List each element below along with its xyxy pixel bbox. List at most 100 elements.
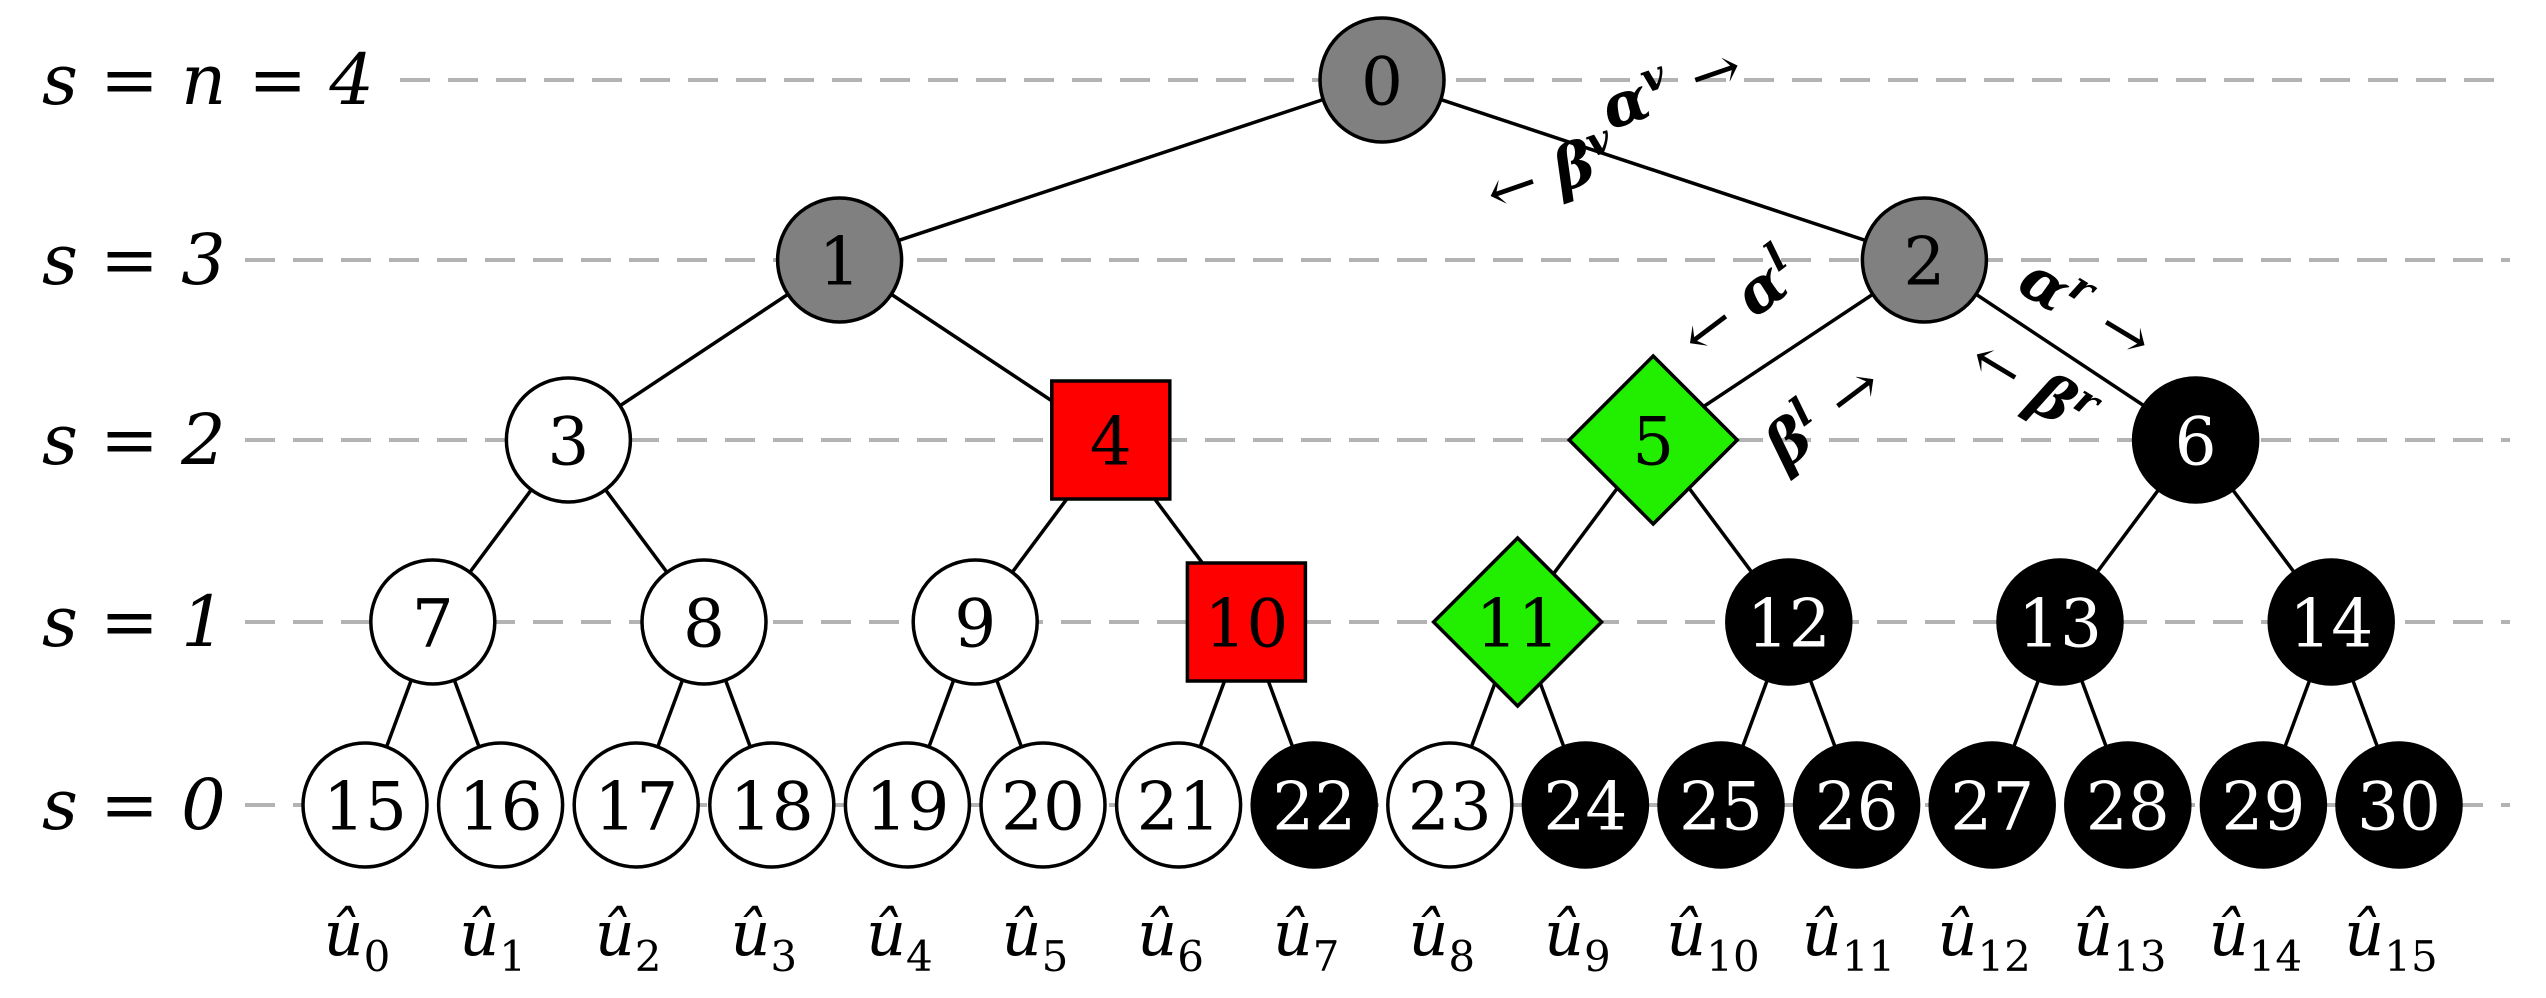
tree-node: 30 [2335,741,2463,869]
leaf-label: û0 [324,897,391,981]
node-shape-circle [1996,558,2124,686]
node-label: 19 [865,769,949,846]
tree-node: 3 [504,376,633,504]
node-label: 27 [1950,769,2034,846]
node-shape-square [1050,379,1172,501]
node-label: 2 [1903,224,1945,301]
node-shape-circle [640,558,768,686]
node-label: 4 [1090,404,1132,481]
leaf-label: û13 [2073,897,2166,981]
tree-edges [363,78,2401,806]
node-label: 7 [412,586,454,663]
tree-node: 25 [1657,741,1785,869]
level-label: s = 3 [42,219,226,301]
leaf-label: û15 [2344,897,2437,981]
tree-node: 17 [572,741,700,869]
node-shape-diamond [1431,535,1605,709]
tree-node: 7 [369,558,497,686]
node-shape-circle [1725,558,1853,686]
node-label: 9 [954,586,996,663]
node-shape-circle [504,376,633,504]
node-shape-circle [1114,741,1243,869]
leaf-label: û10 [1666,897,1759,981]
node-label: 12 [1747,586,1831,663]
node-label: 29 [2221,769,2305,846]
node-shape-circle [1928,741,2056,869]
leaf-label: û4 [866,897,933,981]
tree-node: 13 [1996,558,2124,686]
tree-node: 22 [1250,741,1378,869]
message-beta-v: ←βv [1475,114,1626,229]
node-label: 6 [2175,404,2217,481]
node-shape-circle [2064,741,2192,869]
node-shape-circle [369,558,497,686]
tree-node: 1 [775,196,904,324]
node-shape-circle [301,741,429,869]
leaf-label: û1 [459,897,526,981]
node-shape-circle [843,741,972,869]
tree-node: 14 [2267,558,2395,686]
leaf-label: û3 [730,897,797,981]
leaf-label: û12 [1938,897,2031,981]
node-label: 18 [730,769,814,846]
leaf-label: û9 [1544,897,1611,981]
level-label: s = n = 4 [42,39,374,121]
node-label: 13 [2018,586,2102,663]
node-shape-circle [2131,376,2260,504]
tree-node: 18 [708,741,836,869]
tree-node: 24 [1521,741,1650,869]
level-label: s = 0 [42,764,226,846]
tree-node: 12 [1725,558,1853,686]
tree-node: 29 [2199,741,2328,869]
node-shape-circle [1521,741,1650,869]
tree-node: 21 [1114,741,1243,869]
node-shape-circle [572,741,700,869]
node-label: 1 [819,224,861,301]
leaf-label: û14 [2209,897,2302,981]
node-shape-circle [911,558,1039,686]
tree-node: 27 [1928,741,2056,869]
node-label: 30 [2357,769,2441,846]
tree-node: 20 [979,741,1107,869]
node-shape-circle [1860,196,1989,324]
node-label: 15 [323,769,407,846]
tree-node: 16 [436,741,565,869]
node-shape-circle [1792,741,1921,869]
tree-node: 10 [1185,561,1308,683]
node-label: 20 [1001,769,1085,846]
node-shape-circle [1318,16,1446,144]
leaf-label: û8 [1408,897,1475,981]
node-shape-diamond [1566,353,1740,527]
tree-node: 2 [1860,196,1989,324]
node-label: 21 [1137,769,1221,846]
message-beta-r: ←βr [1957,318,2111,452]
node-label: 23 [1408,769,1492,846]
node-shape-circle [979,741,1107,869]
leaf-label: û6 [1137,897,1204,981]
node-label: 17 [594,769,678,846]
node-label: 26 [1815,769,1899,846]
tree-node: 26 [1792,741,1921,869]
node-label: 0 [1361,44,1403,121]
node-label: 16 [459,769,543,846]
level-label: s = 2 [42,399,226,481]
message-alpha-v: αv→ [1590,26,1750,144]
message-alpha-l: ←αl [1664,234,1813,372]
node-label: 10 [1204,586,1288,663]
tree-node: 23 [1386,741,1514,869]
tree-node: 8 [640,558,768,686]
tree-node: 0 [1318,16,1446,144]
node-shape-circle [2335,741,2463,869]
message-beta-l: βl→ [1747,345,1896,483]
node-shape-circle [1657,741,1785,869]
node-label: 11 [1476,586,1560,663]
level-labels: s = n = 4s = 3s = 2s = 1s = 0 [42,39,374,846]
node-label: 28 [2086,769,2170,846]
node-shape-square [1185,561,1308,683]
tree-node: 4 [1050,379,1172,501]
node-label: 22 [1272,769,1356,846]
message-labels: αv→ ←βv ←αl βl→ αr→ ←βr [1475,26,2165,483]
